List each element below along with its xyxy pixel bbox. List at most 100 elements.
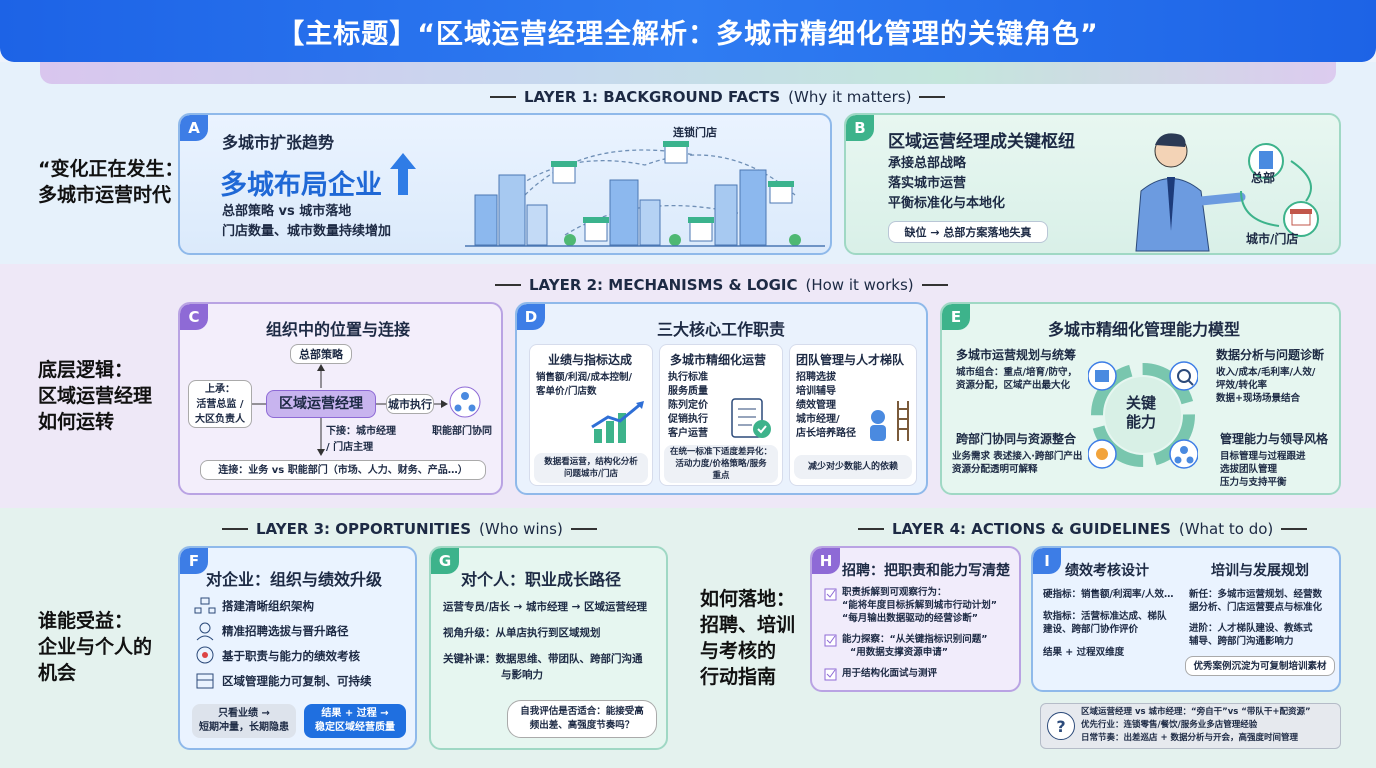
duty-col-3: 团队管理与人才梯队 招聘选拔 培训辅导 绩效管理 城市经理/ 店长培养路径 减少…	[789, 344, 917, 486]
page-title: 【主标题】“区域运营经理全解析：多城市精细化管理的关键角色”	[0, 0, 1376, 62]
checklist-icon	[731, 398, 771, 438]
badge-i: I	[1033, 548, 1061, 574]
card-g-line2: 视角升级：从单店执行到区域规划	[443, 627, 601, 639]
layer4-side-label: 如何落地： 招聘、培训 与考核的 行动指南	[700, 588, 796, 688]
card-g: G 对个人：职业成长路径 运营专员/店长 → 城市经理 → 区域运营经理 视角升…	[429, 546, 668, 750]
duty-col-1-body: 销售额/利润/成本控制/ 客单价/门店数	[536, 372, 632, 397]
badge-e: E	[942, 304, 970, 330]
card-f: F 对企业：组织与绩效升级 搭建清晰组织架构 精准招聘选拔与晋升路径 基于职责与…	[178, 546, 417, 750]
duty-col-2-foot: 在统一标准下适度差异化： 活动力度/价格策略/服务 重点	[664, 445, 778, 483]
duty-col-2: 多城市精细化运营 执行标准 服务质量 陈列定价 促销执行 客户运营 在统一标准下…	[659, 344, 783, 486]
duty-col-3-title: 团队管理与人才梯队	[796, 353, 905, 367]
card-a-line2: 门店数量、城市数量持续增加	[222, 224, 392, 239]
card-i-title-right: 培训与发展规划	[1211, 563, 1309, 579]
card-b-line1: 承接总部战略	[888, 156, 967, 171]
badge-a: A	[180, 115, 208, 141]
card-f-pill-left: 只看业绩 → 短期冲量，长期隐患	[192, 704, 296, 738]
faq-line3: 日常节奏：出差巡店 + 数据分析与开会，高强度时间管理	[1081, 733, 1299, 743]
cap-q3-body: 业务需求 表述接入·跨部门产出 资源分配透明可解释	[952, 451, 1083, 475]
card-f-item-1: 搭建清晰组织架构	[222, 599, 314, 613]
layer1-title: LAYER 1: BACKGROUND FACTS (Why it matter…	[490, 88, 946, 106]
card-h-i1a: 职责拆解到可观察行为：	[842, 587, 947, 598]
card-h-i3: 用于结构化面试与测评	[842, 668, 938, 679]
card-c: C 组织中的位置与连接 总部策略 上承： 活营总监 / 大区负责人 区域运营经理…	[178, 302, 503, 495]
chain-store-label: 连锁门店	[673, 126, 717, 139]
layer3-side-label: 谁能受益： 企业与个人的 机会	[38, 610, 153, 684]
card-i-title-left: 绩效考核设计	[1065, 563, 1149, 579]
city-skyline-illustration	[465, 141, 825, 247]
duty-col-1: 业绩与指标达成 销售额/利润/成本控制/ 客单价/门店数 数据看运营，结构化分析…	[529, 344, 653, 486]
lower-connect-text: 下接：城市经理 / 门店主理	[326, 426, 396, 453]
card-i-r1b: 据分析、门店运营要点与标准化	[1189, 602, 1323, 613]
cap-q1-title: 多城市运营规划与统筹	[956, 348, 1077, 362]
card-a: A 多城市扩张趋势 多城布局企业 总部策略 vs 城市落地 门店数量、城市数量持…	[178, 113, 832, 255]
faq-line2: 优先行业：连锁零售/餐饮/服务业多店管理经验	[1081, 720, 1258, 730]
layer4-title: LAYER 4: ACTIONS & GUIDELINES (What to d…	[858, 520, 1308, 538]
faq-box: ? 区域运营经理 vs 城市经理：“旁自干”vs “带队干+配资源” 优先行业：…	[1040, 703, 1341, 749]
faq-line1: 区域运营经理 vs 城市经理：“旁自干”vs “带队干+配资源”	[1081, 707, 1311, 717]
badge-d: D	[517, 304, 545, 330]
card-i-r2a: 进阶：人才梯队建设、教练式	[1189, 623, 1313, 634]
duty-col-2-body: 执行标准 服务质量 陈列定价 促销执行 客户运营	[668, 372, 708, 439]
card-g-title: 对个人：职业成长路径	[461, 570, 622, 589]
badge-h: H	[812, 548, 840, 574]
question-icon: ?	[1047, 712, 1075, 740]
card-h-i1c: “每月输出数据驱动的经营诊断”	[842, 613, 978, 624]
layer2-title: LAYER 2: MECHANISMS & LOGIC (How it work…	[495, 276, 948, 294]
card-a-headline: 多城布局企业	[220, 170, 382, 201]
self-assessment-bubble: 自我评估是否适合：能接受高 频出差、高强度节奏吗？	[507, 700, 657, 738]
card-i-l2a: 软指标：活营标准达成、梯队	[1043, 611, 1167, 622]
hq-label: 总部	[1251, 171, 1276, 185]
card-g-line3a: 关键补课：数据思维、带团队、跨部门沟通	[443, 653, 643, 665]
card-f-item-4: 区域管理能力可复制、可持续	[222, 674, 372, 688]
card-b-title: 区域运营经理成关键枢纽	[888, 132, 1075, 152]
duty-col-3-foot: 减少对少数能人的依赖	[794, 455, 912, 479]
card-h-i2a: 能力探察：“从关键指标识别问题”	[842, 634, 988, 645]
cap-q2-body: 收入/成本/毛利率/人效/ 坪效/转化率 数据+现场场景结合	[1216, 367, 1316, 404]
badge-c: C	[180, 304, 208, 330]
layer3-title: LAYER 3: OPPORTUNITIES (Who wins)	[222, 520, 597, 538]
card-b-line3: 平衡标准化与本地化	[888, 196, 1006, 211]
regional-manager-box: 区域运营经理	[266, 390, 376, 418]
card-e: E 多城市精细化管理能力模型 关键 能力 多城市运营规划与统筹 城市组合：重点/…	[940, 302, 1341, 495]
card-c-title: 组织中的位置与连接	[266, 320, 411, 339]
duty-col-2-title: 多城市精细化运营	[670, 353, 767, 367]
card-g-line1: 运营专员/店长 → 城市经理 → 区域运营经理	[443, 601, 648, 613]
card-f-title: 对企业：组织与绩效升级	[206, 570, 383, 589]
growth-chart-icon	[591, 401, 644, 443]
card-i-l2b: 建设、跨部门协作评价	[1043, 624, 1139, 635]
func-dept-label: 职能部门协同	[432, 426, 492, 437]
card-b-pill: 缺位 → 总部方案落地失真	[888, 221, 1048, 243]
card-i-pill: 优秀案例沉淀为可复制培训素材	[1185, 656, 1335, 676]
card-f-item-3: 基于职责与能力的绩效考核	[222, 649, 360, 663]
cap-q2-title: 数据分析与问题诊断	[1216, 348, 1325, 362]
card-b: B 区域运营经理成关键枢纽 承接总部战略 落实城市运营 平衡标准化与本地化 缺位…	[844, 113, 1341, 255]
key-capability-label: 关键 能力	[1126, 394, 1157, 431]
card-h-i2b: “用数据支撑资源申请”	[850, 647, 948, 658]
card-i-r1a: 新任：多城市运营规划、经营数	[1189, 589, 1323, 600]
hq-strategy-box: 总部策略	[290, 344, 352, 364]
card-i-l3: 结果 + 过程双维度	[1043, 647, 1125, 658]
cap-q3-title: 跨部门协同与资源整合	[956, 432, 1077, 446]
upper-manager-box: 上承： 活营总监 / 大区负责人	[188, 380, 252, 428]
card-f-pill-right: 结果 + 过程 → 稳定区域经营质量	[304, 704, 406, 738]
badge-g: G	[431, 548, 459, 574]
badge-b: B	[846, 115, 874, 141]
card-a-title: 多城市扩张趋势	[222, 133, 335, 152]
connection-bar: 连接：业务 vs 职能部门（市场、人力、财务、产品…）	[200, 460, 486, 480]
card-f-item-2: 精准招聘选拔与晋升路径	[222, 624, 349, 638]
layer1-side-label: “变化正在发生： 多城市运营时代	[38, 158, 184, 206]
duty-col-1-title: 业绩与指标达成	[548, 353, 633, 367]
card-i-r2b: 辅导、跨部门沟通影响力	[1189, 636, 1294, 647]
card-f-icons	[194, 597, 216, 689]
card-h: H 招聘：把职责和能力写清楚 职责拆解到可观察行为： “能将年度目标拆解到城市行…	[810, 546, 1021, 692]
city-store-label: 城市/门店	[1246, 232, 1299, 246]
card-a-line1: 总部策略 vs 城市落地	[222, 204, 352, 219]
badge-f: F	[180, 548, 208, 574]
cap-q4-title: 管理能力与领导风格	[1220, 432, 1329, 446]
card-d: D 三大核心工作职责 业绩与指标达成 销售额/利润/成本控制/ 客单价/门店数 …	[515, 302, 928, 495]
cap-q4-body: 目标管理与过程跟进 选拔团队管理 压力与支持平衡	[1220, 451, 1306, 488]
card-d-title: 三大核心工作职责	[657, 320, 786, 339]
manager-illustration	[1135, 133, 1319, 252]
team-ladder-icon	[870, 401, 909, 441]
